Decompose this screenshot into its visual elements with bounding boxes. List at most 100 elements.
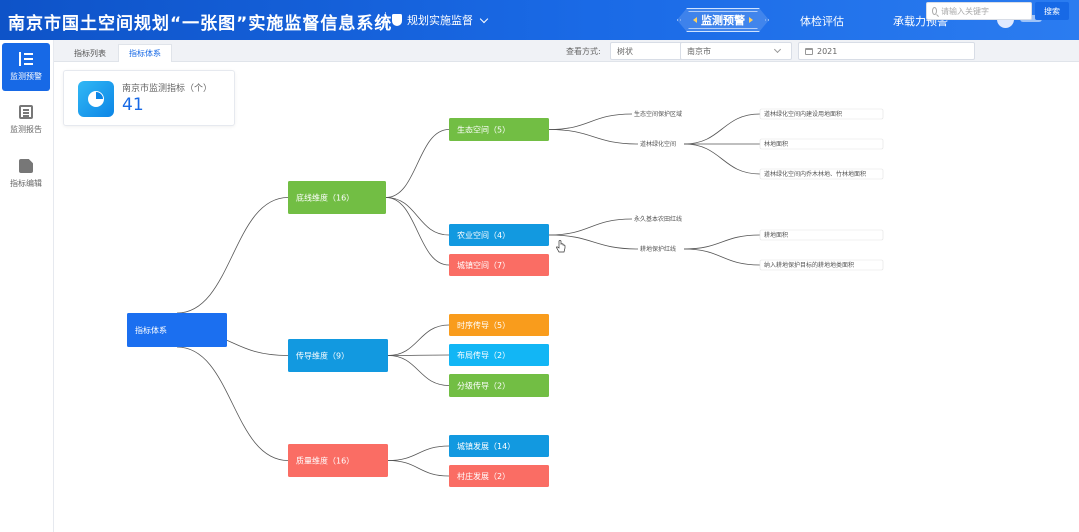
tree-link	[683, 113, 761, 145]
node-box[interactable]	[449, 118, 549, 141]
sidebar-item-monitoring[interactable]: 监测预警	[2, 43, 50, 91]
leaf-label: 道林绿化空间内建设用地面积	[764, 110, 842, 118]
dimension-node[interactable]: 传导维度（9）	[288, 339, 388, 372]
stat-value: 41	[122, 95, 144, 115]
category-node[interactable]: 时序传导（5）	[449, 314, 549, 336]
node-label: 村庄发展（2）	[457, 471, 510, 481]
chevron-down-icon	[479, 14, 489, 23]
category-node[interactable]: 布局传导（2）	[449, 344, 549, 366]
view-mode-label: 查看方式:	[566, 47, 601, 56]
node-label: 分级传导（2）	[457, 381, 510, 391]
leaf-node[interactable]: 道林绿化空间内建设用地面积	[759, 108, 884, 120]
leaf-box[interactable]	[759, 168, 884, 180]
tree-link	[683, 143, 761, 175]
category-node[interactable]: 村庄发展（2）	[449, 465, 549, 487]
triangle-right-icon	[749, 17, 753, 23]
dimension-node[interactable]: 质量维度（16）	[288, 444, 388, 477]
search-input[interactable]	[941, 6, 1026, 16]
category-node[interactable]: 分级传导（2）	[449, 374, 549, 397]
sidebar-item-report[interactable]: 监测报告	[2, 96, 50, 144]
search-button[interactable]: 搜索	[1035, 2, 1069, 20]
node-box[interactable]	[288, 339, 388, 372]
app-title: 南京市国土空间规划“一张图”实施监督信息系统	[8, 14, 393, 34]
branch-label: 生态空间保护区域	[634, 110, 682, 118]
category-node[interactable]: 城镇发展（14）	[449, 435, 549, 457]
node-box[interactable]	[288, 444, 388, 477]
node-box[interactable]	[127, 313, 227, 347]
node-label: 指标体系	[135, 325, 167, 335]
main-content: 指标体系 底线维度（16） 生态空间（5） 农业空间（4） 城镇空间（7） 传导维度（9）…	[54, 62, 1079, 532]
triangle-left-icon	[693, 17, 697, 23]
leaf-node[interactable]: 道林绿化空间内乔木林地、竹林地面积	[759, 168, 884, 180]
leaf-node[interactable]: 纳入耕地保护目标的耕地地类面积	[759, 259, 884, 271]
toolbar: 指标列表 指标体系 查看方式: 树状 南京市 2021	[54, 40, 1079, 62]
category-node[interactable]: 生态空间（5）	[449, 118, 549, 141]
dimension-node[interactable]: 底线维度（16）	[288, 181, 386, 214]
search-icon	[932, 7, 937, 15]
nav-item-evaluation[interactable]: 体检评估	[800, 15, 844, 28]
nav-item-label: 监测预警	[701, 14, 745, 27]
tree-link	[385, 197, 450, 236]
node-label: 传导维度（9）	[296, 351, 349, 361]
search-box[interactable]	[926, 2, 1032, 20]
tree-links	[176, 113, 761, 477]
header-divider	[385, 12, 386, 28]
tree-link	[387, 460, 450, 477]
leaf-box[interactable]	[759, 229, 884, 241]
node-label: 质量维度（16）	[296, 456, 354, 466]
leaf-label: 林地面积	[764, 140, 788, 148]
tree-link	[548, 129, 639, 145]
city-select[interactable]: 南京市	[680, 42, 792, 60]
shield-icon	[392, 14, 402, 26]
category-node[interactable]: 农业空间（4）	[449, 224, 549, 246]
app-header: 南京市国土空间规划“一张图”实施监督信息系统 规划实施监督 监测预警 体检评估 …	[0, 0, 1079, 40]
node-box[interactable]	[449, 254, 549, 276]
root-node[interactable]: 指标体系	[127, 313, 227, 347]
node-label: 城镇发展（14）	[457, 441, 515, 451]
tree-link	[176, 346, 289, 461]
module-select[interactable]: 规划实施监督	[392, 12, 490, 28]
leaf-label: 纳入耕地保护目标的耕地地类面积	[764, 261, 854, 269]
year-picker[interactable]: 2021	[798, 42, 975, 60]
tree-nodes: 指标体系 底线维度（16） 生态空间（5） 农业空间（4） 城镇空间（7） 传导维度（9）…	[127, 108, 884, 487]
tree-link	[548, 113, 633, 130]
node-box[interactable]	[449, 224, 549, 246]
leaf-box[interactable]	[759, 108, 884, 120]
tree-link	[387, 354, 450, 356]
stat-card: 南京市监测指标（个） 41	[63, 70, 235, 126]
leaf-box[interactable]	[759, 259, 884, 271]
sidebar-item-edit[interactable]: 指标编辑	[2, 150, 50, 198]
node-box[interactable]	[288, 181, 386, 214]
node-box[interactable]	[449, 314, 549, 336]
node-label: 城镇空间（7）	[457, 260, 510, 270]
tab-indicator-system[interactable]: 指标体系	[118, 44, 172, 62]
view-mode-value: 树状	[617, 46, 633, 56]
year-value: 2021	[817, 46, 838, 56]
sidebar-item-label: 监测预警	[10, 72, 42, 81]
module-label: 规划实施监督	[407, 14, 473, 27]
edit-document-icon	[19, 159, 33, 173]
category-node[interactable]: 城镇空间（7）	[449, 254, 549, 276]
leaf-node[interactable]: 林地面积	[759, 138, 884, 150]
chevron-down-icon	[773, 45, 782, 54]
leaf-label: 道林绿化空间内乔木林地、竹林地面积	[764, 170, 866, 178]
leaf-label: 耕地面积	[764, 231, 788, 239]
leaf-box[interactable]	[759, 138, 884, 150]
node-box[interactable]	[449, 374, 549, 397]
city-value: 南京市	[687, 46, 711, 56]
indicator-tree: 指标体系 底线维度（16） 生态空间（5） 农业空间（4） 城镇空间（7） 传导维度（9）…	[127, 108, 884, 487]
stat-label: 南京市监测指标（个）	[122, 84, 213, 94]
tree-link	[387, 324, 450, 356]
leaf-node[interactable]: 耕地面积	[759, 229, 884, 241]
branch-label: 永久基本农田红线	[634, 215, 682, 223]
tree-link	[385, 129, 450, 198]
sidebar-item-label: 指标编辑	[10, 179, 42, 188]
branch-label: 道林绿化空间	[640, 140, 676, 148]
tab-indicator-list[interactable]: 指标列表	[74, 48, 106, 58]
nav-item-monitoring[interactable]: 监测预警	[677, 8, 769, 32]
node-label: 布局传导（2）	[457, 350, 510, 360]
node-box[interactable]	[449, 344, 549, 366]
tree-link	[683, 248, 761, 266]
node-box[interactable]	[449, 465, 549, 487]
node-box[interactable]	[449, 435, 549, 457]
